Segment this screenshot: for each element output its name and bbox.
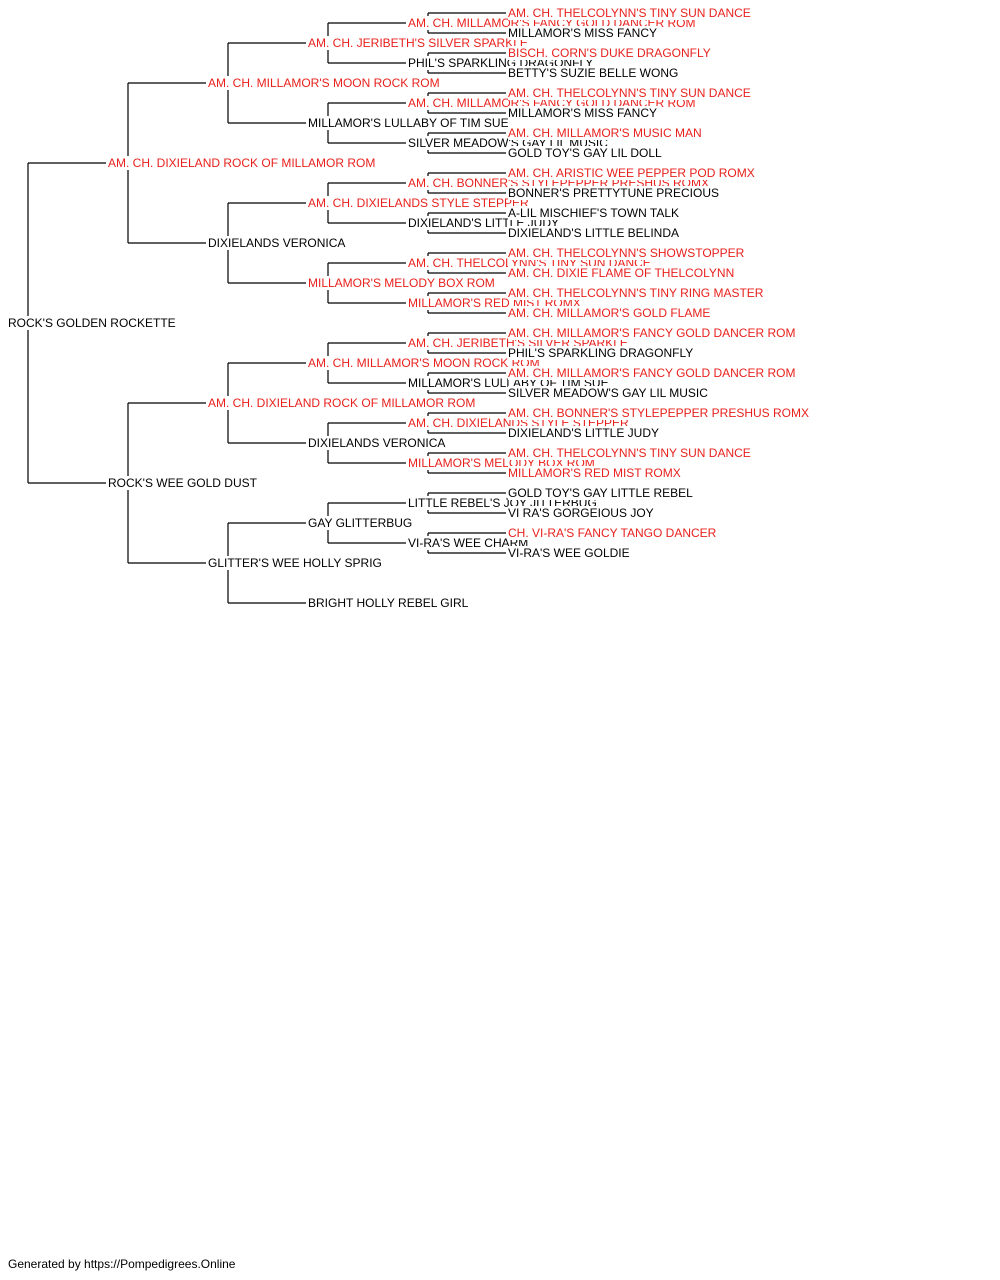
ancestor-name-gen3: MILLAMOR'S MELODY BOX ROM: [308, 276, 498, 290]
ancestor-name-gen5: AM. CH. MILLAMOR'S MUSIC MAN: [508, 126, 705, 140]
ancestor-name-gen5: AM. CH. THELCOLYNN'S SHOWSTOPPER: [508, 246, 748, 260]
ancestor-name-gen5: MILLAMOR'S MISS FANCY: [508, 26, 660, 40]
ancestor-name-gen4: VI-RA'S WEE CHARM: [408, 536, 532, 550]
ancestor-name-gen5: PHIL'S SPARKLING DRAGONFLY: [508, 346, 697, 360]
ancestor-name-gen5: AM. CH. THELCOLYNN'S TINY RING MASTER: [508, 286, 767, 300]
ancestor-name-gen5: MILLAMOR'S RED MIST ROMX: [508, 466, 684, 480]
ancestor-name-gen5: AM. CH. THELCOLYNN'S TINY SUN DANCE: [508, 6, 754, 20]
ancestor-name-gen3: AM. CH. MILLAMOR'S MOON ROCK ROM: [308, 356, 543, 370]
ancestor-name-gen5: AM. CH. ARISTIC WEE PEPPER POD ROMX: [508, 166, 758, 180]
ancestor-name-gen5: AM. CH. BONNER'S STYLEPEPPER PRESHUS ROM…: [508, 406, 813, 420]
ancestor-name-gen5: VI-RA'S WEE GOLDIE: [508, 546, 633, 560]
ancestor-name-gen3: MILLAMOR'S LULLABY OF TIM SUE: [308, 116, 512, 130]
ancestor-name-gen2: DIXIELANDS VERONICA: [208, 236, 349, 250]
ancestor-name-gen5: AM. CH. DIXIE FLAME OF THELCOLYNN: [508, 266, 738, 280]
ancestor-name-gen5: AM. CH. MILLAMOR'S GOLD FLAME: [508, 306, 714, 320]
ancestor-name-gen1: AM. CH. DIXIELAND ROCK OF MILLAMOR ROM: [108, 156, 379, 170]
subject-dog-name: ROCK'S GOLDEN ROCKETTE: [8, 316, 179, 330]
ancestor-name-gen2: GLITTER'S WEE HOLLY SPRIG: [208, 556, 385, 570]
ancestor-name-gen5: AM. CH. MILLAMOR'S FANCY GOLD DANCER ROM: [508, 326, 799, 340]
ancestor-name-gen5: DIXIELAND'S LITTLE BELINDA: [508, 226, 683, 240]
ancestor-name-gen2: AM. CH. DIXIELAND ROCK OF MILLAMOR ROM: [208, 396, 479, 410]
ancestor-name-gen5: A-LIL MISCHIEF'S TOWN TALK: [508, 206, 682, 220]
ancestor-name-gen5: SILVER MEADOW'S GAY LIL MUSIC: [508, 386, 711, 400]
ancestor-name-gen5: CH. VI-RA'S FANCY TANGO DANCER: [508, 526, 720, 540]
ancestor-name-gen3: GAY GLITTERBUG: [308, 516, 416, 530]
ancestor-name-gen3: AM. CH. DIXIELANDS STYLE STEPPER: [308, 196, 532, 210]
ancestor-name-gen3: BRIGHT HOLLY REBEL GIRL: [308, 596, 472, 610]
ancestor-name-gen5: AM. CH. MILLAMOR'S FANCY GOLD DANCER ROM: [508, 366, 799, 380]
ancestor-name-gen5: DIXIELAND'S LITTLE JUDY: [508, 426, 662, 440]
ancestor-name-gen5: BONNER'S PRETTYTUNE PRECIOUS: [508, 186, 722, 200]
ancestor-name-gen5: VI RA'S GORGEIOUS JOY: [508, 506, 657, 520]
ancestor-name-gen5: BISCH. CORN'S DUKE DRAGONFLY: [508, 46, 714, 60]
generator-credit: Generated by https://Pompedigrees.Online: [8, 1257, 236, 1271]
ancestor-name-gen5: MILLAMOR'S MISS FANCY: [508, 106, 660, 120]
ancestor-name-gen3: AM. CH. JERIBETH'S SILVER SPARKLE: [308, 36, 531, 50]
ancestor-name-gen5: GOLD TOY'S GAY LIL DOLL: [508, 146, 665, 160]
ancestor-name-gen2: AM. CH. MILLAMOR'S MOON ROCK ROM: [208, 76, 443, 90]
ancestor-name-gen5: AM. CH. THELCOLYNN'S TINY SUN DANCE: [508, 86, 754, 100]
ancestor-name-gen5: BETTY'S SUZIE BELLE WONG: [508, 66, 682, 80]
ancestor-name-gen3: DIXIELANDS VERONICA: [308, 436, 449, 450]
ancestor-name-gen1: ROCK'S WEE GOLD DUST: [108, 476, 260, 490]
ancestor-name-gen5: GOLD TOY'S GAY LITTLE REBEL: [508, 486, 696, 500]
ancestor-name-gen5: AM. CH. THELCOLYNN'S TINY SUN DANCE: [508, 446, 754, 460]
